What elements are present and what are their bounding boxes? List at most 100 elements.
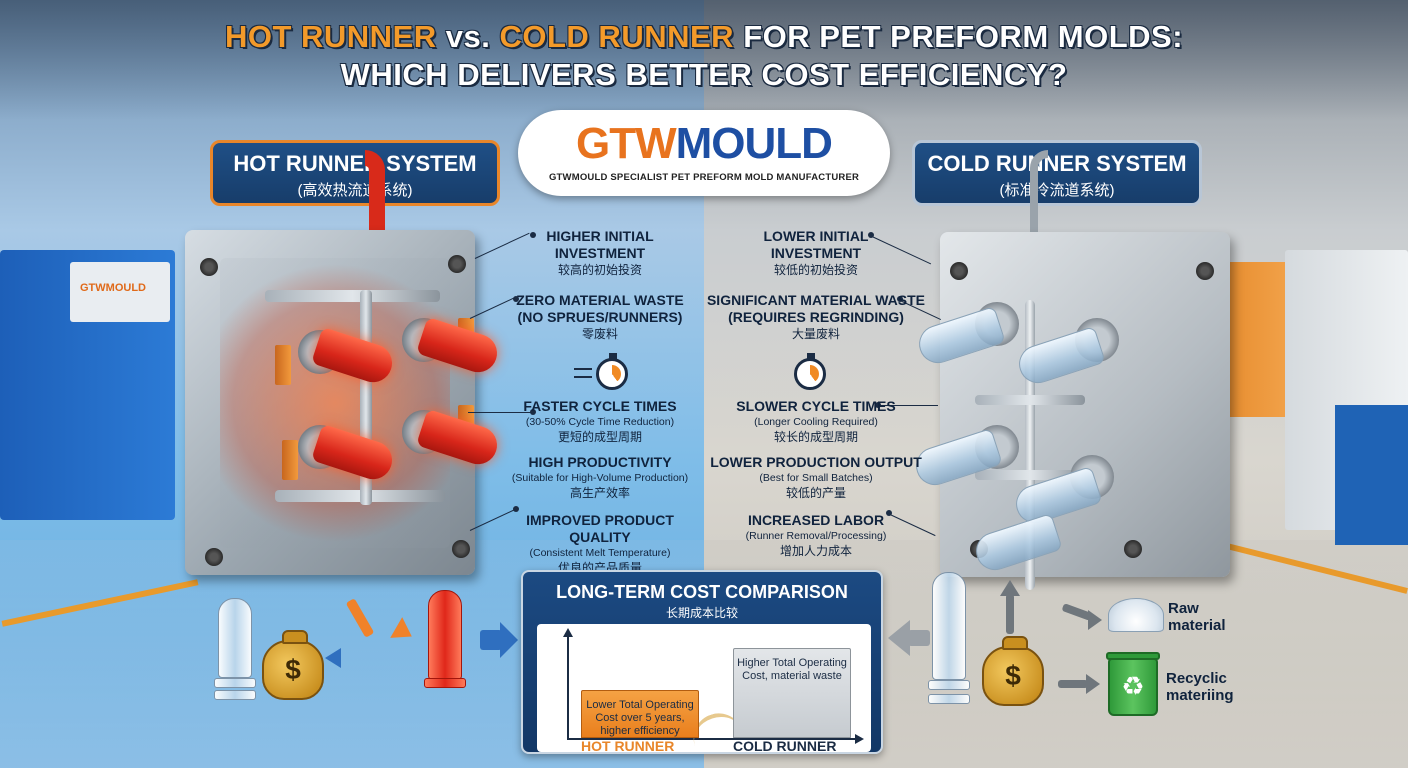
feature-title: LOWER INITIAL INVESTMENT — [763, 228, 869, 261]
money-bag-tie — [282, 630, 308, 644]
mold-bolt — [1124, 540, 1142, 558]
dollar-sign-icon: $ — [1005, 660, 1021, 691]
heater-band — [282, 440, 298, 480]
money-bag-icon: $ — [262, 630, 324, 700]
cold-runner-sprue-pipe — [1030, 150, 1048, 300]
feature-title: ZERO MATERIAL WASTE — [516, 292, 684, 308]
factory-ceiling — [0, 0, 1408, 120]
logo-wordmark: GTWMOULD — [518, 116, 890, 172]
feature-detail: (Runner Removal/Processing) — [745, 530, 887, 542]
leader-line — [878, 405, 938, 406]
back-arrow-icon — [325, 648, 341, 668]
up-arrow-head-icon — [1000, 580, 1020, 596]
cost-bar-cold: Higher Total Operating Cost, material wa… — [733, 648, 851, 738]
logo-gtw: GTW — [576, 119, 677, 168]
feature-detail: (NO SPRUES/RUNNERS) — [517, 309, 683, 325]
x-axis-arrow-icon — [855, 734, 864, 744]
stopwatch-face — [801, 365, 819, 383]
logo-tagline: GTWMOULD SPECIALIST PET PREFORM MOLD MAN… — [548, 172, 860, 183]
cold-runner-subtitle: (标准冷流道系统) — [999, 182, 1115, 199]
hot-runner-manifold — [265, 290, 440, 302]
leader-dot — [530, 232, 536, 238]
dollar-sign-icon: $ — [285, 654, 301, 685]
feature-title: HIGHER INITIAL INVESTMENT — [546, 228, 654, 261]
preform-neck — [928, 694, 970, 704]
cold-feature-waste: SIGNIFICANT MATERIAL WASTE (REQUIRES REG… — [706, 292, 926, 342]
money-bag-tie — [1002, 636, 1028, 650]
feature-title: INCREASED LABOR — [747, 512, 885, 528]
title-rest: FOR PET PREFORM MOLDS: — [743, 19, 1184, 54]
y-axis — [567, 632, 569, 740]
cost-comparison-title: LONG-TERM COST COMPARISON — [556, 582, 848, 602]
logo-mould: MOULD — [675, 119, 833, 168]
feature-cn: 大量废料 — [791, 327, 840, 341]
leader-dot — [513, 506, 519, 512]
stopwatch-icon — [794, 353, 826, 390]
feature-detail: (Best for Small Batches) — [759, 472, 873, 484]
stopwatch-icon — [596, 353, 628, 390]
flow-arrow-icon — [1058, 680, 1088, 688]
machine-panel — [70, 262, 170, 322]
title-line-1: HOT RUNNER vs. COLD RUNNER FOR PET PREFO… — [0, 18, 1408, 56]
cost-comparison-panel: LONG-TERM COST COMPARISON 长期成本比较 Lower T… — [521, 570, 883, 754]
cold-runner-title: COLD RUNNER SYSTEM — [927, 151, 1187, 176]
feature-cn: 更短的成型周期 — [557, 430, 642, 444]
feature-title: SIGNIFICANT MATERIAL WASTE (REQUIRES REG… — [706, 292, 926, 325]
feature-cn: 较低的初始投资 — [773, 263, 858, 277]
hot-feature-quality: IMPROVED PRODUCT QUALITY (Consistent Mel… — [500, 512, 700, 576]
flow-arrow-icon — [908, 630, 930, 646]
mold-bolt — [1196, 262, 1214, 280]
recycle-bin-lid — [1106, 652, 1160, 660]
raw-material-label: Raw material — [1168, 600, 1226, 634]
hot-feature-productivity: HIGH PRODUCTIVITY (Suitable for High-Vol… — [500, 454, 700, 501]
mold-bolt — [205, 548, 223, 566]
page-title: HOT RUNNER vs. COLD RUNNER FOR PET PREFO… — [0, 18, 1408, 94]
leader-dot — [868, 232, 874, 238]
raw-material-pile-icon — [1108, 598, 1164, 632]
feature-detail: (Suitable for High-Volume Production) — [511, 472, 689, 484]
mold-bolt — [950, 262, 968, 280]
leader-dot — [875, 402, 881, 408]
feature-cn: 较长的成型周期 — [773, 430, 858, 444]
feature-detail: (30-50% Cycle Time Reduction) — [525, 416, 675, 428]
x-axis — [567, 738, 859, 740]
flow-arrow-head-icon — [1088, 610, 1102, 630]
mold-bolt — [448, 255, 466, 273]
preform-neck — [928, 680, 970, 690]
hot-feature-investment: HIGHER INITIAL INVESTMENT 较高的初始投资 — [500, 228, 700, 278]
clear-preform-icon — [932, 572, 966, 680]
speed-lines-icon — [574, 368, 592, 378]
leader-dot — [897, 296, 903, 302]
preform-neck — [214, 678, 256, 688]
hot-runner-header: HOT RUNNER SYSTEM (高效热流道系统) — [210, 140, 500, 206]
title-line-2: WHICH DELIVERS BETTER COST EFFICIENCY? — [340, 57, 1068, 92]
category-label-hot: HOT RUNNER — [581, 738, 675, 754]
clear-preform-icon — [218, 598, 252, 678]
cost-comparison-subtitle: 长期成本比较 — [665, 606, 738, 620]
flow-arrow-head-icon — [1086, 674, 1100, 694]
heater-band — [275, 345, 291, 385]
flow-arrow-icon — [480, 630, 502, 650]
cold-runner-header: COLD RUNNER SYSTEM (标准冷流道系统) — [912, 140, 1202, 206]
title-hot-runner: HOT RUNNER — [224, 19, 437, 54]
feature-title: SLOWER CYCLE TIMES — [736, 398, 896, 414]
preform-neck — [424, 678, 466, 688]
title-cold-runner: COLD RUNNER — [499, 19, 735, 54]
recycle-material-label: Recyclic materiing — [1166, 670, 1234, 704]
cold-feature-investment: LOWER INITIAL INVESTMENT 较低的初始投资 — [706, 228, 926, 278]
feature-cn: 较高的初始投资 — [557, 263, 642, 277]
back-arrow-icon — [888, 620, 910, 656]
stopwatch-face — [603, 365, 621, 383]
feature-cn: 高生产效率 — [569, 486, 630, 500]
hot-feature-cycle: FASTER CYCLE TIMES (30-50% Cycle Time Re… — [500, 398, 700, 445]
up-arrow-icon — [1006, 594, 1014, 634]
hot-runner-title: HOT RUNNER SYSTEM — [233, 151, 477, 176]
cold-feature-cycle: SLOWER CYCLE TIMES (Longer Cooling Requi… — [706, 398, 926, 445]
machine-logo: GTWMOULD — [80, 282, 146, 294]
feature-title: FASTER CYCLE TIMES — [523, 398, 677, 414]
leader-dot — [886, 510, 892, 516]
feature-detail: (Consistent Melt Temperature) — [529, 547, 671, 559]
machine-cabinet-blue — [1335, 405, 1408, 545]
category-label-cold: COLD RUNNER — [733, 738, 837, 754]
leader-dot — [530, 409, 536, 415]
